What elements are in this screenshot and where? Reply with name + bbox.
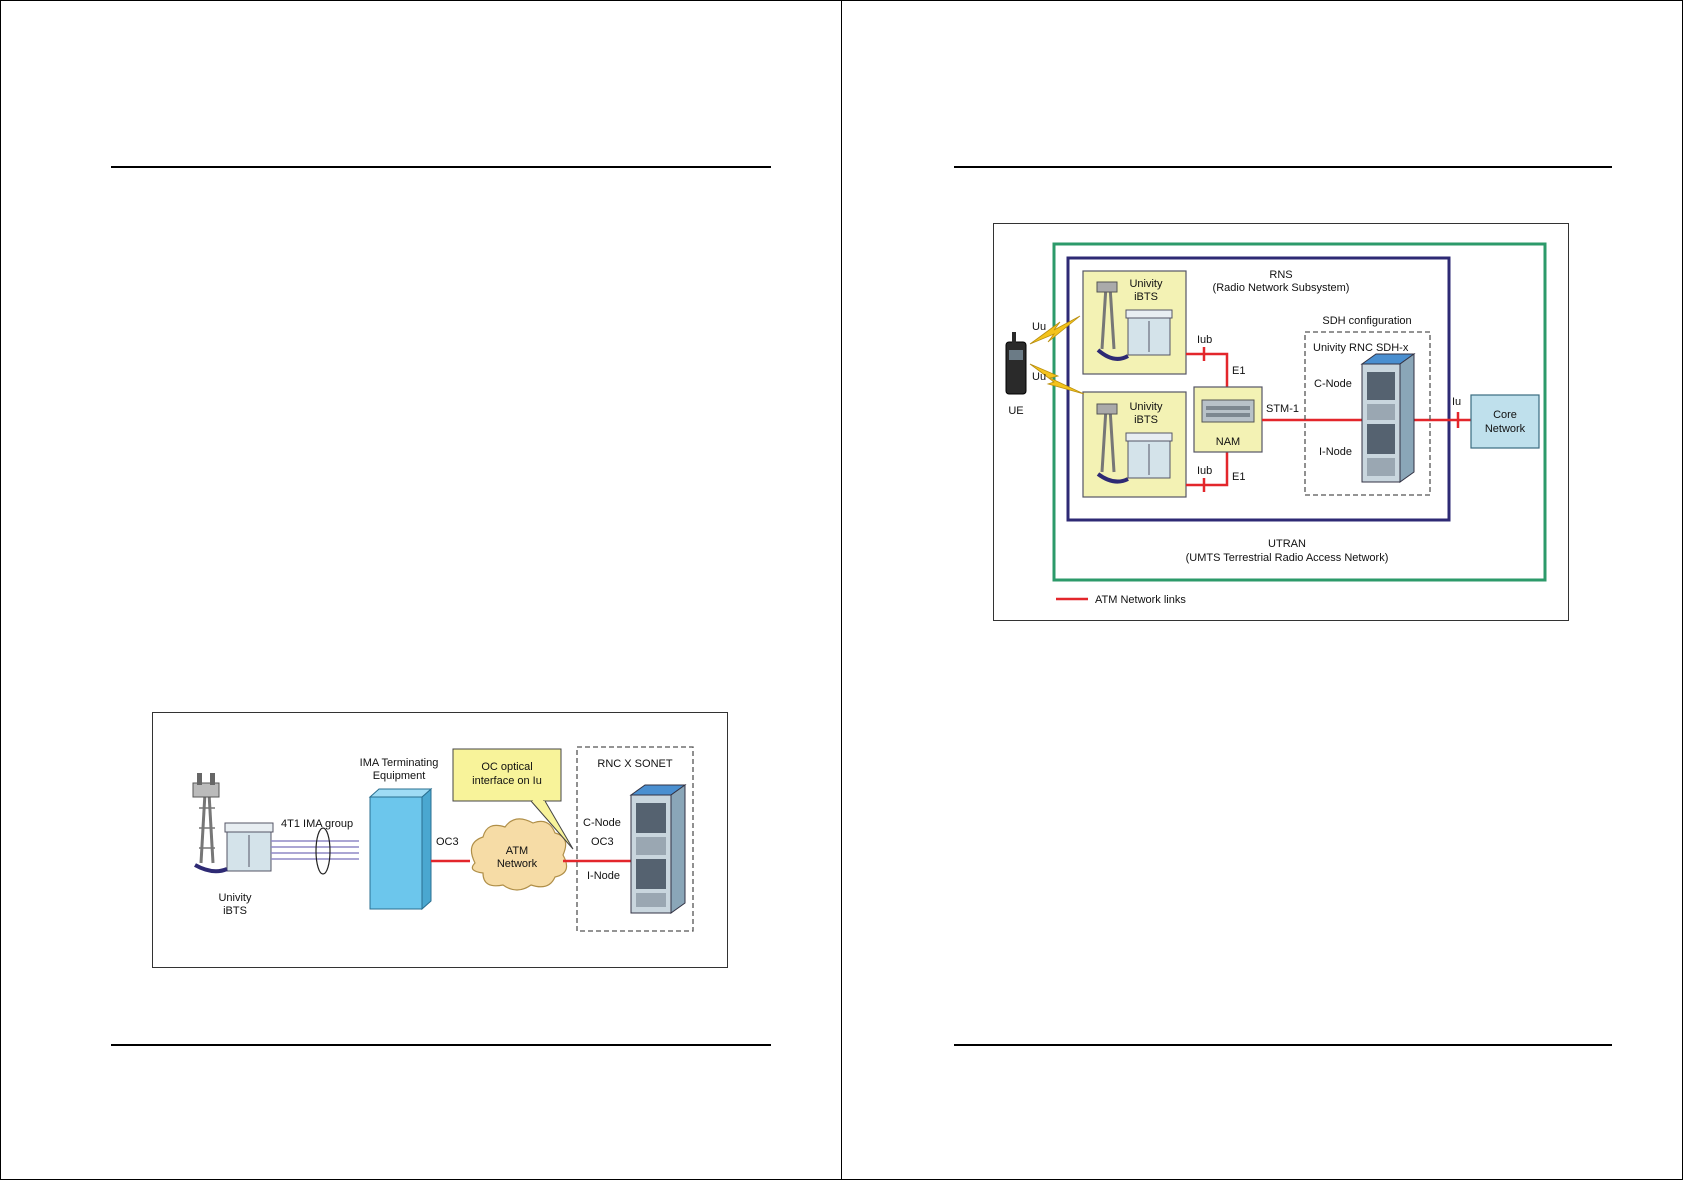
right-c-node-label: C-Node <box>1314 378 1352 390</box>
sdh-config-label: SDH configuration <box>1322 315 1411 327</box>
oc3-inner-label: OC3 <box>591 836 614 848</box>
bts-label-1: Univity <box>218 892 252 904</box>
ue-phone-icon <box>1005 332 1027 395</box>
right-page: RNS (Radio Network Subsystem) Univity iB… <box>841 0 1683 1180</box>
bts-bottom-box <box>1082 391 1187 498</box>
c-node-label: C-Node <box>583 817 621 829</box>
iub-sonet-diagram: 4T1 IMA group IMA Terminating Equipment … <box>152 712 728 968</box>
iub-sonet-svg: 4T1 IMA group IMA Terminating Equipment … <box>192 746 694 932</box>
iu-label: Iu <box>1452 396 1461 408</box>
atm-network-cloud <box>470 818 568 891</box>
left-header-rule <box>111 166 771 168</box>
uu-bottom-label: Uu <box>1032 371 1046 383</box>
bts-top-box <box>1082 270 1187 375</box>
rnc-sonet-box <box>576 746 694 932</box>
i-node-label: I-Node <box>587 870 620 882</box>
rnc-rack-icon <box>629 784 687 914</box>
right-footer-rule <box>954 1044 1612 1046</box>
right-i-node-label: I-Node <box>1319 446 1352 458</box>
e1-bottom-label: E1 <box>1232 471 1245 483</box>
ima-terminating-label-1: IMA Terminating <box>360 757 439 769</box>
utran-svg: RNS (Radio Network Subsystem) Univity iB… <box>1005 242 1547 606</box>
rnc-box-title: RNC X SONET <box>597 758 672 770</box>
legend-label: ATM Network links <box>1095 594 1186 606</box>
atm-cloud-label-2: Network <box>497 858 538 870</box>
bts-top-label-2: iBTS <box>1134 291 1158 303</box>
radio-link-bottom-icon <box>1029 363 1085 395</box>
utran-border <box>1052 242 1547 582</box>
atm-cloud-label-1: ATM <box>506 845 528 857</box>
utran-label-2: (UMTS Terrestrial Radio Access Network) <box>1186 552 1389 564</box>
ima-terminating-equipment <box>368 787 433 911</box>
ima-t1-links <box>271 827 359 875</box>
callout-line-1: OC optical <box>481 761 532 773</box>
nam-box <box>1193 386 1263 453</box>
rnc-sdh-label: Univity RNC SDH-x <box>1313 342 1409 354</box>
bts-label-2: iBTS <box>223 905 247 917</box>
left-page: 4T1 IMA group IMA Terminating Equipment … <box>0 0 842 1180</box>
rns-label-2: (Radio Network Subsystem) <box>1213 282 1350 294</box>
callout-line-2: interface on Iu <box>472 775 542 787</box>
iub-links <box>1186 347 1229 492</box>
core-network-label-1: Core <box>1493 409 1517 421</box>
ima-group-label: 4T1 IMA group <box>281 818 353 830</box>
iub-top-label: Iub <box>1197 334 1212 346</box>
ue-label: UE <box>1008 405 1023 417</box>
oc3-label: OC3 <box>436 836 459 848</box>
iub-bottom-label: Iub <box>1197 465 1212 477</box>
oc-optical-callout <box>452 748 574 850</box>
right-rnc-rack-icon <box>1360 353 1416 483</box>
core-network-label-2: Network <box>1485 423 1526 435</box>
bts-bottom-label-1: Univity <box>1129 401 1163 413</box>
left-footer-rule <box>111 1044 771 1046</box>
rns-label-1: RNS <box>1269 269 1292 281</box>
utran-diagram: RNS (Radio Network Subsystem) Univity iB… <box>993 223 1569 621</box>
bts-cabinet-icon <box>194 822 274 874</box>
nam-label: NAM <box>1216 436 1240 448</box>
bts-top-label-1: Univity <box>1129 278 1163 290</box>
ima-terminating-label-2: Equipment <box>373 770 426 782</box>
core-network-box <box>1470 394 1540 449</box>
right-header-rule <box>954 166 1612 168</box>
stm1-label: STM-1 <box>1266 403 1299 415</box>
antenna-tower-icon <box>192 773 220 864</box>
utran-label-1: UTRAN <box>1268 538 1306 550</box>
radio-link-top-icon <box>1029 315 1081 345</box>
bts-bottom-label-2: iBTS <box>1134 414 1158 426</box>
e1-top-label: E1 <box>1232 365 1245 377</box>
uu-top-label: Uu <box>1032 321 1046 333</box>
